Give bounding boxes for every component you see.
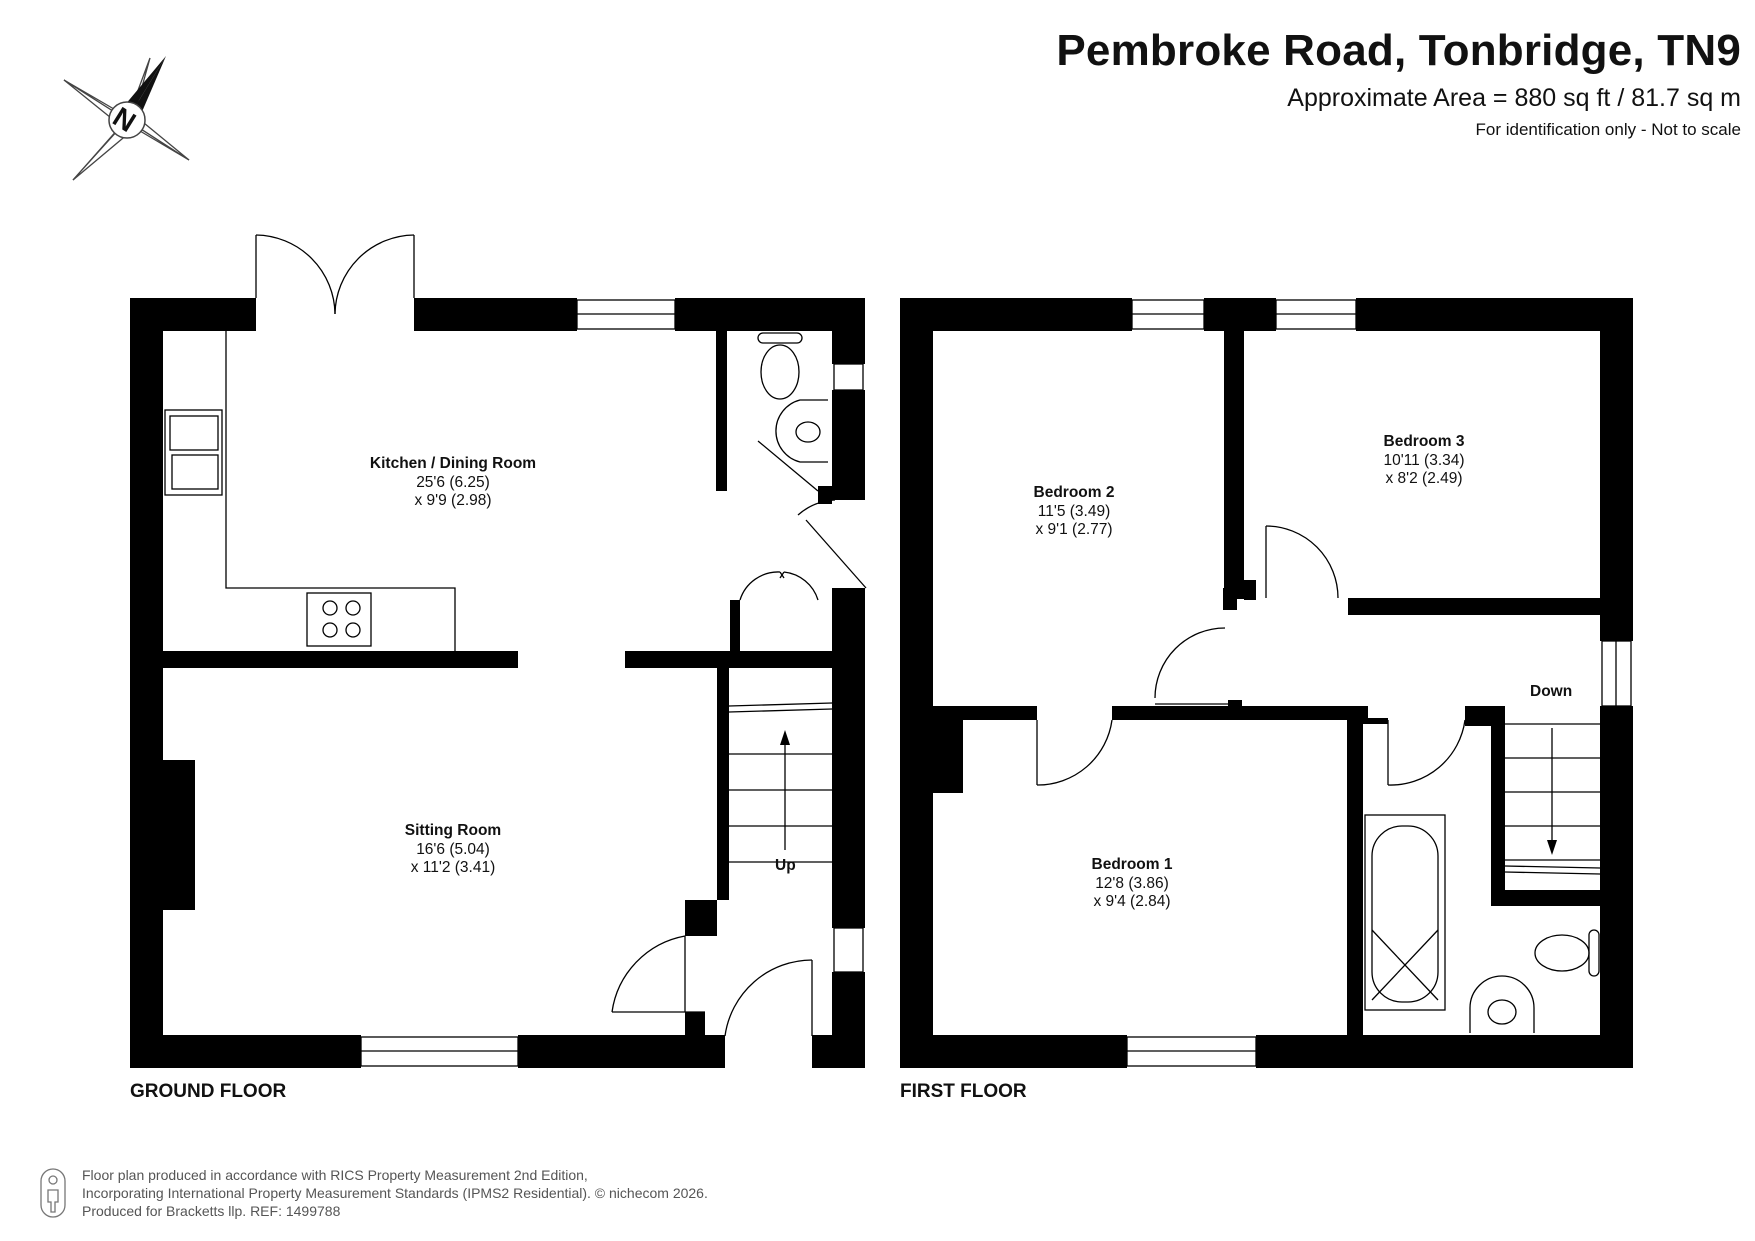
footer-text: Floor plan produced in accordance with R… bbox=[82, 1166, 708, 1220]
room-label-bedroom-3: Bedroom 3 10'11 (3.34) x 8'2 (2.49) bbox=[1383, 433, 1465, 487]
ground-floor-details bbox=[164, 234, 867, 1067]
north-compass-icon bbox=[63, 56, 190, 181]
stair-up-arrow-icon bbox=[780, 730, 790, 745]
ground-floor-walls bbox=[130, 298, 865, 1068]
ground-floor-label: GROUND FLOOR bbox=[130, 1081, 287, 1102]
footer-line-3: Produced for Bracketts llp. REF: 1499788 bbox=[82, 1203, 341, 1219]
stairs-down-label: Down bbox=[1530, 683, 1573, 700]
person-icon bbox=[40, 1168, 66, 1218]
room-label-sitting-room: Sitting Room 16'6 (5.04) x 11'2 (3.41) bbox=[404, 822, 502, 876]
room-label-bedroom-2: Bedroom 2 11'5 (3.49) x 9'1 (2.77) bbox=[1033, 484, 1115, 538]
footer-line-1: Floor plan produced in accordance with R… bbox=[82, 1167, 588, 1183]
plan-title: Pembroke Road, Tonbridge, TN9 bbox=[1056, 26, 1741, 75]
approximate-area: Approximate Area = 880 sq ft / 81.7 sq m bbox=[1287, 84, 1741, 112]
first-floor-details bbox=[1036, 299, 1632, 1067]
footer-line-2: Incorporating International Property Mea… bbox=[82, 1185, 708, 1201]
first-floor-walls bbox=[900, 298, 1633, 1068]
room-label-kitchen-dining: Kitchen / Dining Room 25'6 (6.25) x 9'9 … bbox=[369, 455, 537, 509]
room-label-bedroom-1: Bedroom 1 12'8 (3.86) x 9'4 (2.84) bbox=[1091, 856, 1173, 910]
disclaimer: For identification only - Not to scale bbox=[1475, 120, 1741, 139]
first-floor-label: FIRST FLOOR bbox=[900, 1081, 1027, 1102]
stair-down-arrow-icon bbox=[1547, 840, 1557, 855]
stairs-up-label: Up bbox=[775, 857, 796, 874]
